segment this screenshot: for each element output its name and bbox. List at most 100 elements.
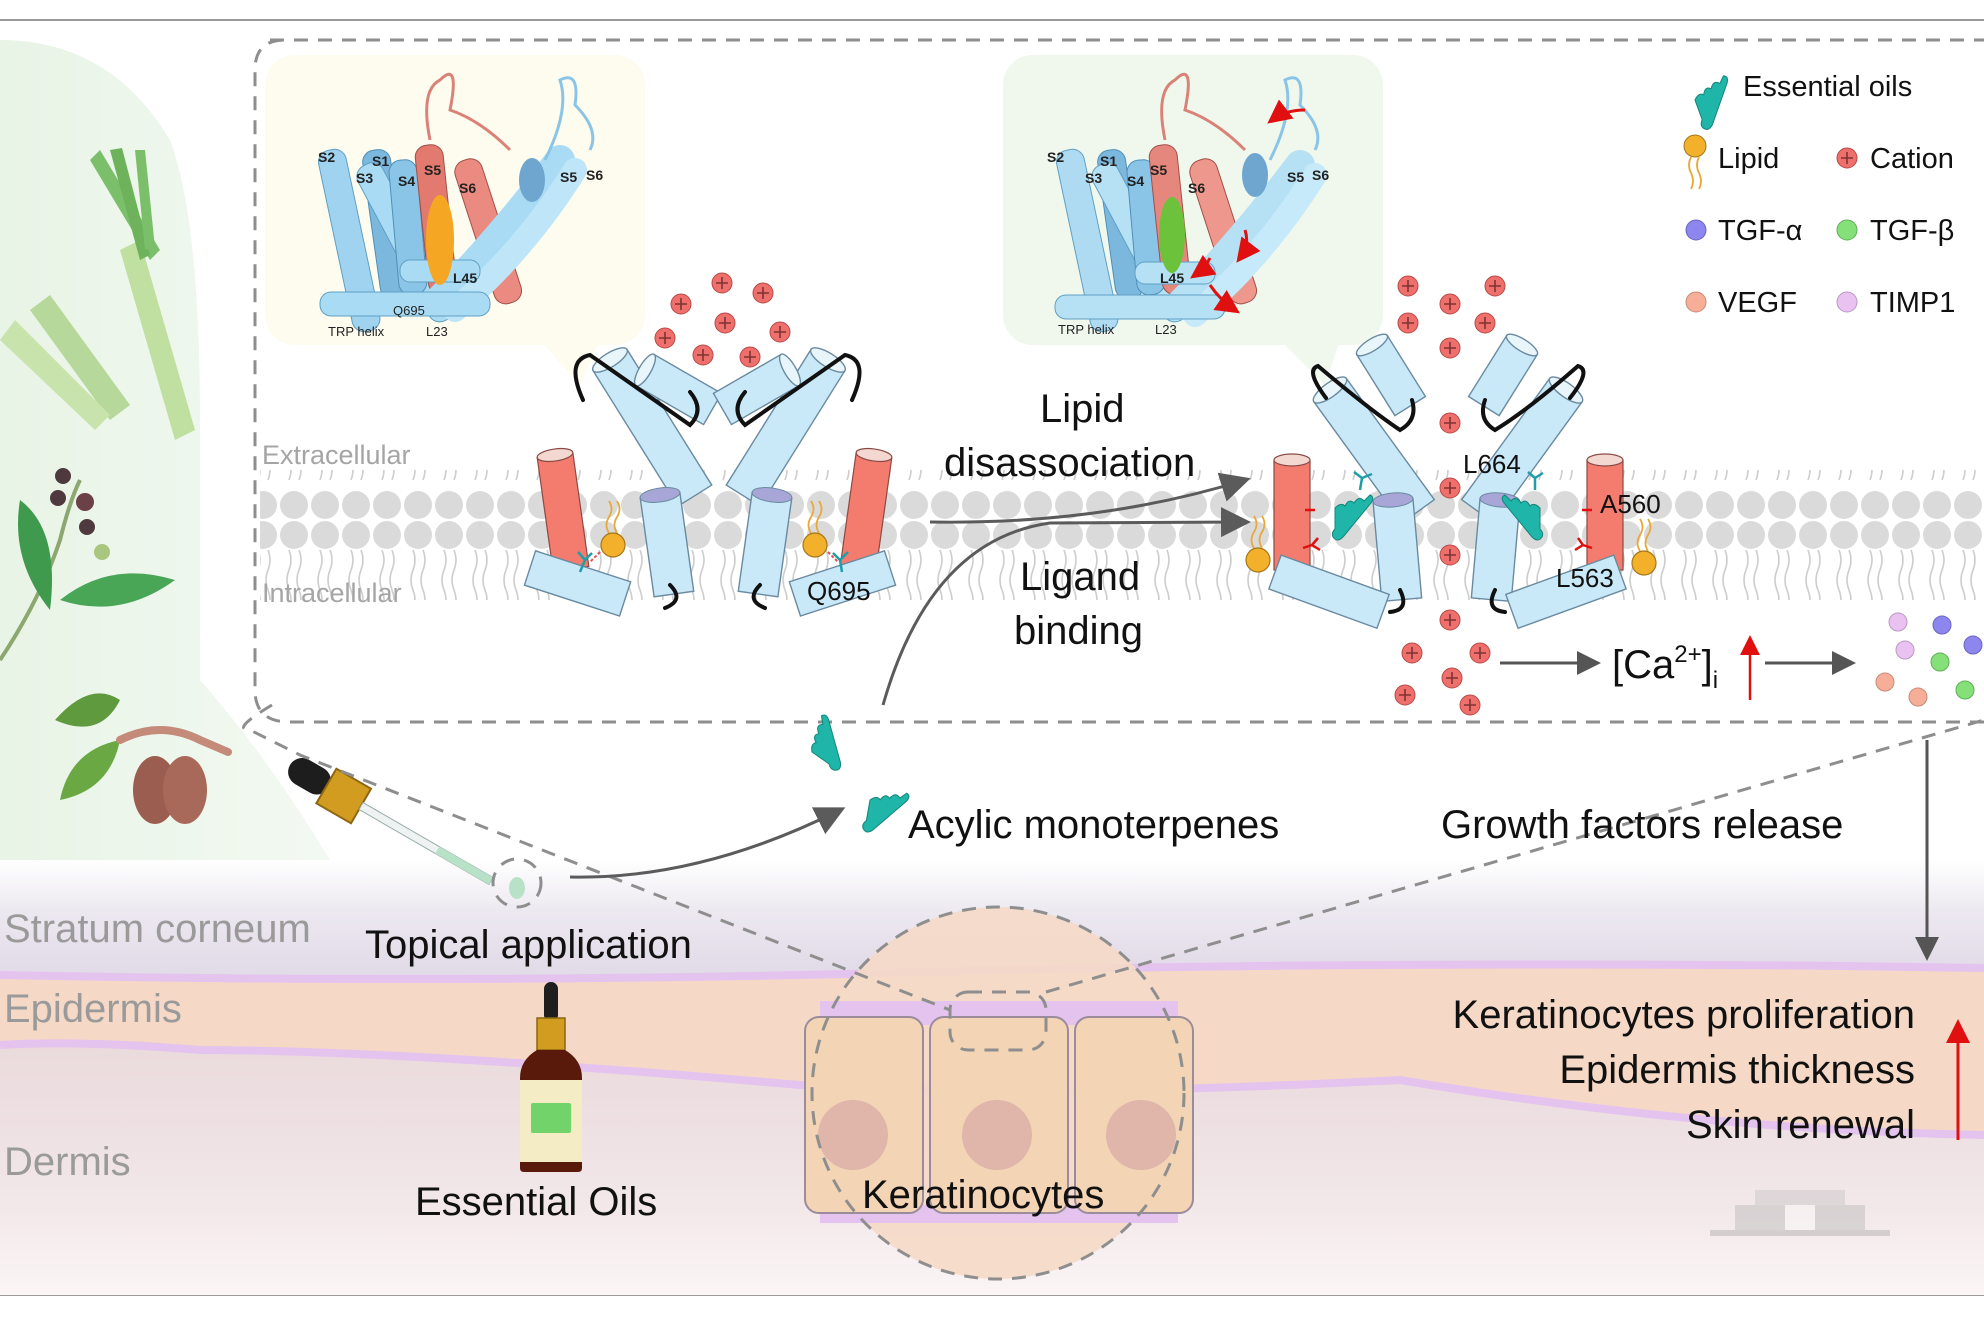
- svg-text:L23: L23: [426, 324, 448, 339]
- ligand-label: Ligand: [1020, 555, 1140, 599]
- svg-text:S4: S4: [398, 173, 415, 189]
- essential-oil-molecule-icon: [1687, 74, 1742, 132]
- svg-text:S6: S6: [1312, 167, 1329, 183]
- cation-icon: [1397, 275, 1419, 297]
- svg-text:S3: S3: [356, 170, 373, 186]
- essential-oil-bottle-icon: [520, 982, 582, 1172]
- open-state-structure: S2 S1 S3 S4 S5 S6 S5 S6 L45 TRP helix L2…: [1047, 72, 1329, 337]
- svg-text:S1: S1: [1100, 153, 1117, 169]
- timp1-dot-icon: [1836, 291, 1858, 313]
- legend-item-cation: Cation: [1836, 143, 1954, 175]
- zoom-line-left: [242, 703, 951, 1012]
- legend-item-vegf: VEGF: [1685, 287, 1797, 319]
- cation-icon: [1401, 642, 1423, 664]
- svg-text:VEGF: VEGF: [1718, 287, 1797, 319]
- svg-text:L45: L45: [453, 270, 477, 286]
- timp1-dot: [1895, 640, 1915, 660]
- plant-background-panel: [0, 40, 330, 860]
- timp1-dot: [1888, 612, 1908, 632]
- svg-text:S3: S3: [1085, 170, 1102, 186]
- membrane-focus-box: [948, 990, 1048, 1052]
- q695-residue-label: Q695: [807, 576, 871, 606]
- nucleus: [818, 1100, 888, 1170]
- svg-text:Essential oils: Essential oils: [1743, 71, 1912, 103]
- vegf-dot: [1875, 672, 1895, 692]
- cation-icon: [1439, 477, 1461, 499]
- svg-text:S4: S4: [1127, 173, 1144, 189]
- a560-residue-label: A560: [1600, 489, 1661, 519]
- cation-icon: [752, 282, 774, 304]
- legend-item-timp1: TIMP1: [1836, 287, 1955, 319]
- cation-icon: [769, 321, 791, 343]
- svg-text:S2: S2: [318, 149, 335, 165]
- to-monoterpenes-arrow: [569, 807, 846, 879]
- cation-icon: [1439, 609, 1461, 631]
- svg-text:S6: S6: [586, 167, 603, 183]
- ligand-binding-arrow: [881, 507, 1251, 706]
- legend: Essential oils Lipid Cation TGF-α TGF-β …: [1683, 71, 1955, 319]
- legend-item-lipid: Lipid: [1683, 134, 1779, 190]
- dropper-illustration: [288, 758, 494, 886]
- droplet-focus-circle: [491, 857, 543, 909]
- l563-residue-label: L563: [1556, 563, 1614, 593]
- svg-text:TGF-α: TGF-α: [1718, 215, 1802, 247]
- svg-text:Cation: Cation: [1870, 143, 1954, 175]
- cation-icon: [1397, 312, 1419, 334]
- cation-icon: [1439, 544, 1461, 566]
- growth-factor-cluster: [1875, 612, 1983, 707]
- tgf-beta-dot: [1955, 680, 1975, 700]
- svg-text:L23: L23: [1155, 322, 1177, 337]
- svg-text:TRP helix: TRP helix: [328, 324, 385, 339]
- closed-inset-pointer: [540, 340, 600, 385]
- svg-text:S5: S5: [560, 169, 577, 185]
- cation-icon: [711, 272, 733, 294]
- l664-residue-label: L664: [1463, 449, 1521, 479]
- nucleus: [962, 1100, 1032, 1170]
- cation-icon: [739, 346, 761, 368]
- watermark-building-icon: [1710, 1190, 1890, 1236]
- keratinocytes-label: Keratinocytes: [862, 1173, 1104, 1217]
- svg-text:S6: S6: [1188, 180, 1205, 196]
- acylic-monoterpenes-label: Acylic monoterpenes: [908, 803, 1279, 847]
- stratum-corneum-label: Stratum corneum: [4, 907, 311, 951]
- lemongrass-illustration: [0, 148, 195, 440]
- svg-text:TIMP1: TIMP1: [1870, 287, 1955, 319]
- tgf-alpha-dot-icon: [1685, 219, 1707, 241]
- monoterpene-molecule-icon: [861, 786, 910, 839]
- tgf-beta-dot-icon: [1836, 219, 1858, 241]
- extracellular-label: Extracellular: [262, 440, 411, 470]
- svg-text:Q695: Q695: [393, 303, 425, 318]
- svg-text:S5: S5: [424, 162, 441, 178]
- lipid-icon: [1683, 134, 1707, 158]
- tgf-beta-dot: [1930, 652, 1950, 672]
- svg-text:TGF-β: TGF-β: [1870, 215, 1954, 247]
- binding-label: binding: [1014, 609, 1143, 653]
- cation-icon: [670, 293, 692, 315]
- cation-icon: [1469, 642, 1491, 664]
- legend-item-tgf-beta: TGF-β: [1836, 215, 1954, 247]
- cation-icon: [1439, 293, 1461, 315]
- vegf-dot: [1908, 687, 1928, 707]
- disassociation-label: disassociation: [944, 441, 1195, 485]
- svg-text:S2: S2: [1047, 149, 1064, 165]
- closed-state-structure: S2 S1 S3 S4 S5 S6 S5 S6 L45 Q695 TRP hel…: [318, 72, 603, 339]
- svg-text:S5: S5: [1287, 169, 1304, 185]
- allspice-branch-illustration: [0, 468, 175, 662]
- intracellular-label: Intracellular: [262, 578, 402, 608]
- cation-icon: [1439, 412, 1461, 434]
- zoom-line-right: [1045, 718, 1984, 994]
- cation-icon: [1441, 667, 1463, 689]
- tgf-alpha-dot: [1963, 635, 1983, 655]
- tgf-alpha-dot: [1932, 615, 1952, 635]
- cation-icon: [714, 312, 736, 334]
- lipid-disassociation-arrow: [929, 472, 1251, 524]
- growth-factors-release-label: Growth factors release: [1441, 803, 1843, 847]
- outcome-epidermis-thickness: Epidermis thickness: [1559, 1048, 1915, 1092]
- outcome-skin-renewal: Skin renewal: [1686, 1103, 1915, 1147]
- cation-icon: [654, 327, 676, 349]
- lipid-label: Lipid: [1040, 387, 1125, 431]
- topical-application-label: Topical application: [365, 923, 692, 967]
- cation-icon: [692, 344, 714, 366]
- nucleus: [1106, 1100, 1176, 1170]
